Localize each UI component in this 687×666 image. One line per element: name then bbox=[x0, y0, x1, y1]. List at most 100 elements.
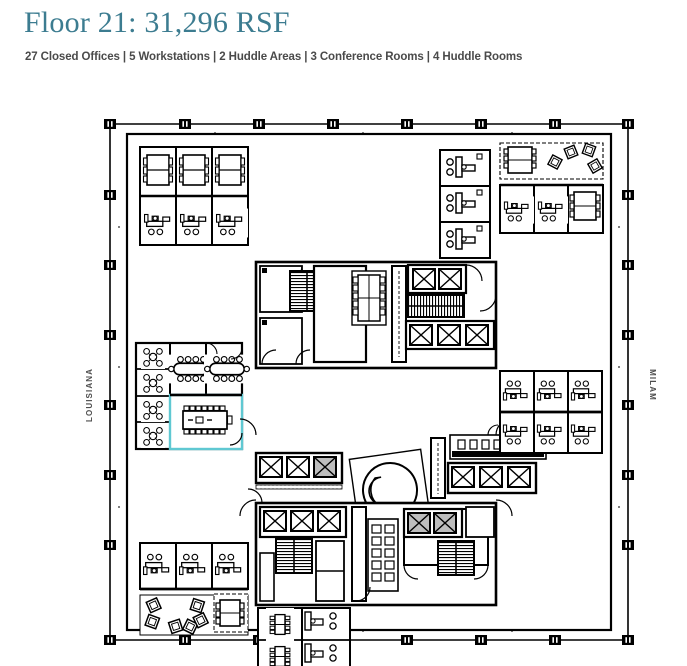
office-room bbox=[213, 550, 247, 582]
column-marker bbox=[104, 470, 116, 480]
huddle-room bbox=[140, 345, 166, 369]
office-room bbox=[446, 189, 483, 214]
lounge-chair bbox=[189, 597, 206, 614]
column-marker bbox=[104, 119, 116, 129]
elevator-bank-west bbox=[254, 451, 344, 490]
column-marker bbox=[622, 119, 634, 129]
building-core[interactable] bbox=[239, 260, 547, 607]
core-meeting-room bbox=[351, 270, 387, 326]
elevator-bank-southwest bbox=[258, 505, 348, 539]
cluster-southwest[interactable] bbox=[139, 542, 249, 636]
elevator-bank-southeast bbox=[402, 507, 464, 539]
column-marker bbox=[475, 119, 487, 129]
office-room bbox=[304, 643, 337, 663]
column-marker bbox=[104, 540, 116, 550]
column-marker bbox=[622, 190, 634, 200]
column-marker bbox=[622, 540, 634, 550]
office-cluster-northwest[interactable] bbox=[139, 146, 249, 246]
huddle-room bbox=[265, 640, 295, 666]
elevator-cab bbox=[409, 324, 433, 346]
elevator-cab bbox=[263, 510, 287, 532]
huddle-area-south bbox=[139, 593, 249, 636]
conference-room-large-highlighted bbox=[168, 393, 244, 451]
restroom bbox=[259, 552, 275, 602]
column-marker bbox=[104, 400, 116, 410]
conference-cluster-west[interactable] bbox=[134, 341, 250, 451]
elevator-cab bbox=[465, 324, 489, 346]
office-room bbox=[141, 550, 175, 582]
column-marker bbox=[401, 119, 413, 129]
core-phone-rooms bbox=[367, 518, 399, 592]
column-marker bbox=[401, 635, 413, 645]
office-cluster-east[interactable] bbox=[499, 370, 603, 454]
huddle-room bbox=[265, 608, 295, 641]
office-room bbox=[142, 207, 176, 239]
structural-grid bbox=[109, 123, 629, 641]
column-marker bbox=[104, 635, 116, 645]
column-marker bbox=[253, 119, 265, 129]
huddle-room bbox=[140, 424, 166, 448]
page-title: Floor 21: 31,296 RSF bbox=[24, 6, 290, 39]
office-room bbox=[535, 377, 567, 407]
lounge-chair bbox=[167, 618, 184, 635]
stairwell-2 bbox=[407, 294, 465, 318]
huddle-room bbox=[140, 398, 166, 422]
office-room bbox=[501, 418, 533, 448]
column-marker bbox=[622, 260, 634, 270]
elevator-cab bbox=[286, 456, 310, 478]
column-marker bbox=[327, 119, 339, 129]
column-marker bbox=[104, 260, 116, 270]
huddle-room-north bbox=[569, 191, 601, 221]
elevator-cab bbox=[479, 466, 503, 488]
elevator-cab bbox=[313, 456, 337, 478]
cluster-south-center[interactable] bbox=[257, 607, 351, 666]
floorplan-svg[interactable]: LOUISIANA MILAM bbox=[0, 95, 687, 666]
column-marker bbox=[622, 470, 634, 480]
office-room bbox=[178, 207, 212, 239]
elevator-cab bbox=[259, 456, 283, 478]
elevator-cab bbox=[407, 512, 431, 534]
conference-room bbox=[204, 354, 250, 384]
street-label-left: LOUISIANA bbox=[85, 368, 94, 422]
office-room bbox=[446, 153, 483, 178]
column-marker bbox=[104, 330, 116, 340]
column-marker bbox=[622, 400, 634, 410]
column-marker bbox=[179, 635, 191, 645]
elevator-cab bbox=[438, 268, 462, 290]
elevator-cab bbox=[290, 510, 314, 532]
elevator-cab bbox=[507, 466, 531, 488]
huddle-area-north bbox=[499, 142, 604, 180]
page-header: Floor 21: 31,296 RSF 27 Closed Offices |… bbox=[0, 0, 687, 92]
office-room bbox=[177, 550, 211, 582]
south-center-rooms bbox=[257, 607, 351, 666]
street-label-right: MILAM bbox=[648, 369, 657, 401]
office-room bbox=[501, 377, 533, 407]
column-marker bbox=[475, 635, 487, 645]
office-room bbox=[502, 195, 534, 225]
elevator-bank-east-lower bbox=[446, 461, 538, 495]
building-outline bbox=[125, 132, 613, 632]
restroom bbox=[259, 317, 303, 365]
column-marker bbox=[179, 119, 191, 129]
column-marker bbox=[622, 330, 634, 340]
office-room bbox=[569, 377, 601, 407]
office-room bbox=[304, 611, 337, 631]
elevator-cab bbox=[412, 268, 436, 290]
office-room bbox=[446, 225, 483, 250]
office-cluster-northeast[interactable] bbox=[439, 142, 604, 259]
elevator-bank-northeast bbox=[406, 263, 468, 295]
elevator-cab bbox=[317, 510, 341, 532]
office-room bbox=[214, 207, 248, 239]
office-room bbox=[569, 418, 601, 448]
column-marker bbox=[549, 119, 561, 129]
stairwell-4 bbox=[437, 540, 475, 576]
elevator-cab bbox=[437, 324, 461, 346]
column-marker bbox=[104, 190, 116, 200]
elevator-cab bbox=[433, 512, 457, 534]
page-subtitle: 27 Closed Offices | 5 Workstations | 2 H… bbox=[25, 51, 523, 63]
elevator-bank-east-upper bbox=[404, 319, 496, 351]
column-marker bbox=[549, 635, 561, 645]
column-marker bbox=[622, 635, 634, 645]
floorplan-drawing[interactable]: LOUISIANA MILAM bbox=[0, 95, 687, 666]
